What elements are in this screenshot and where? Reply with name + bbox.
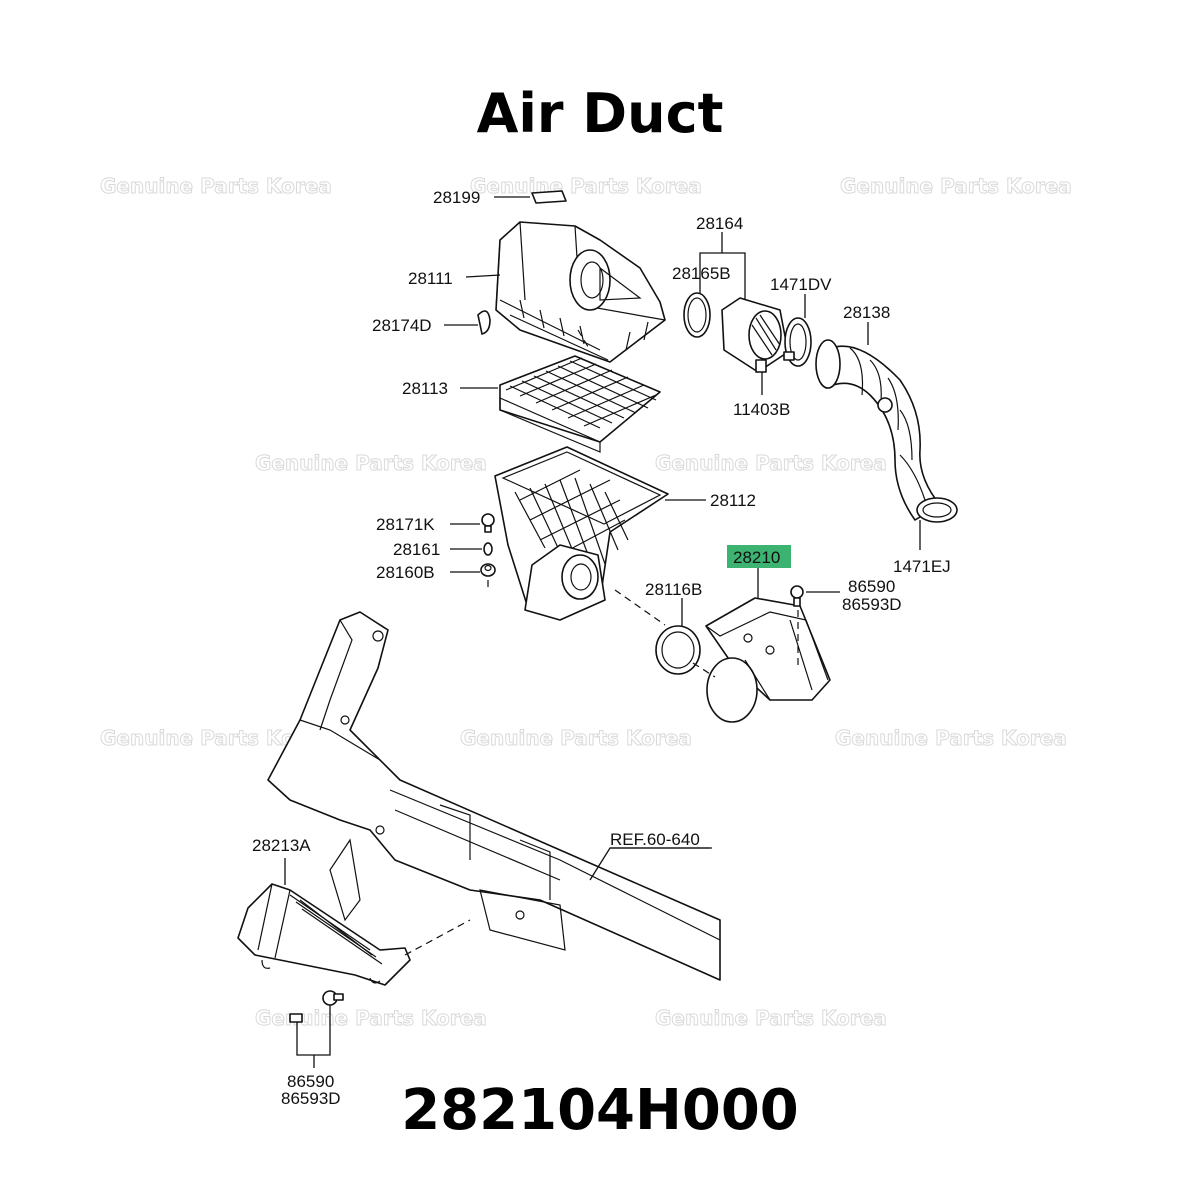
label-86590-upper[interactable]: 86590 xyxy=(848,577,895,596)
label-28112[interactable]: 28112 xyxy=(710,491,756,510)
part-28171K-bolt[interactable] xyxy=(481,513,495,533)
label-28138[interactable]: 28138 xyxy=(843,303,890,322)
diagram-title: Air Duct xyxy=(476,82,724,145)
label-28174D[interactable]: 28174D xyxy=(372,316,432,335)
label-86593D-lower[interactable]: 86593D xyxy=(281,1089,341,1108)
label-28113[interactable]: 28113 xyxy=(402,379,448,398)
label-86590-lower[interactable]: 86590 xyxy=(287,1072,334,1091)
part-1471EJ-clamp[interactable] xyxy=(916,497,958,523)
part-28138-intake-hose[interactable] xyxy=(815,339,941,521)
highlight-box-28210 xyxy=(727,545,791,568)
watermark-text: Genuine Parts Korea xyxy=(835,726,1067,750)
label-28160B[interactable]: 28160B xyxy=(376,563,435,582)
part-28213A-lower-duct[interactable] xyxy=(237,883,411,986)
label-28164[interactable]: 28164 xyxy=(696,214,743,233)
watermark-text: Genuine Parts Korea xyxy=(655,451,887,475)
part-28111-cleaner-cover[interactable] xyxy=(495,221,666,363)
watermark-text: Genuine Parts Korea xyxy=(100,174,332,198)
label-ref-60-640[interactable]: REF.60-640 xyxy=(610,830,700,849)
watermark-text: Genuine Parts Korea xyxy=(840,174,1072,198)
label-86593D-upper[interactable]: 86593D xyxy=(842,595,902,614)
part-28164-air-flow-sensor[interactable] xyxy=(721,297,789,373)
label-1471EJ[interactable]: 1471EJ xyxy=(893,557,951,576)
label-1471DV[interactable]: 1471DV xyxy=(770,275,832,294)
assembly-dash-lines xyxy=(404,329,799,956)
part-28174D-clip[interactable] xyxy=(477,310,491,335)
part-28210-air-duct[interactable] xyxy=(705,597,831,723)
part-28113-filter-element[interactable] xyxy=(499,355,661,453)
label-28165B[interactable]: 28165B xyxy=(672,264,731,283)
part-28160B-insulator[interactable] xyxy=(480,563,496,577)
watermarks: Genuine Parts Korea Genuine Parts Korea … xyxy=(100,174,1073,1031)
part-28165B-o-ring[interactable] xyxy=(683,292,711,338)
part-86590-fastener-lower[interactable] xyxy=(322,990,344,1006)
part-ref-60-640-frame xyxy=(267,611,721,981)
part-86593D-clip-lower[interactable] xyxy=(289,1013,303,1023)
part-28112-cleaner-case[interactable] xyxy=(494,446,669,621)
label-11403B[interactable]: 11403B xyxy=(733,400,790,419)
label-28111[interactable]: 28111 xyxy=(408,269,453,288)
watermark-text: Genuine Parts Korea xyxy=(460,726,692,750)
part-28116B-seal-ring[interactable] xyxy=(655,625,701,675)
part-1471DV-clamp[interactable] xyxy=(783,317,812,367)
part-28199-label-sticker[interactable] xyxy=(531,190,567,204)
part-86590-fastener-upper[interactable] xyxy=(790,585,804,607)
watermark-text: Genuine Parts Korea xyxy=(470,174,702,198)
part-labels: 28199 28164 28111 28165B 1471DV 28138 28… xyxy=(252,188,951,1108)
part-28161-bushing[interactable] xyxy=(483,542,493,556)
watermark-text: Genuine Parts Korea xyxy=(655,1006,887,1030)
label-28171K[interactable]: 28171K xyxy=(376,515,435,534)
part-number: 282104H000 xyxy=(401,1078,799,1143)
label-28199[interactable]: 28199 xyxy=(433,188,480,207)
label-28161[interactable]: 28161 xyxy=(393,540,440,559)
label-28213A[interactable]: 28213A xyxy=(252,836,311,855)
watermark-text: Genuine Parts Korea xyxy=(255,451,487,475)
label-28210[interactable]: 28210 xyxy=(733,548,780,567)
label-28116B[interactable]: 28116B xyxy=(645,580,702,599)
